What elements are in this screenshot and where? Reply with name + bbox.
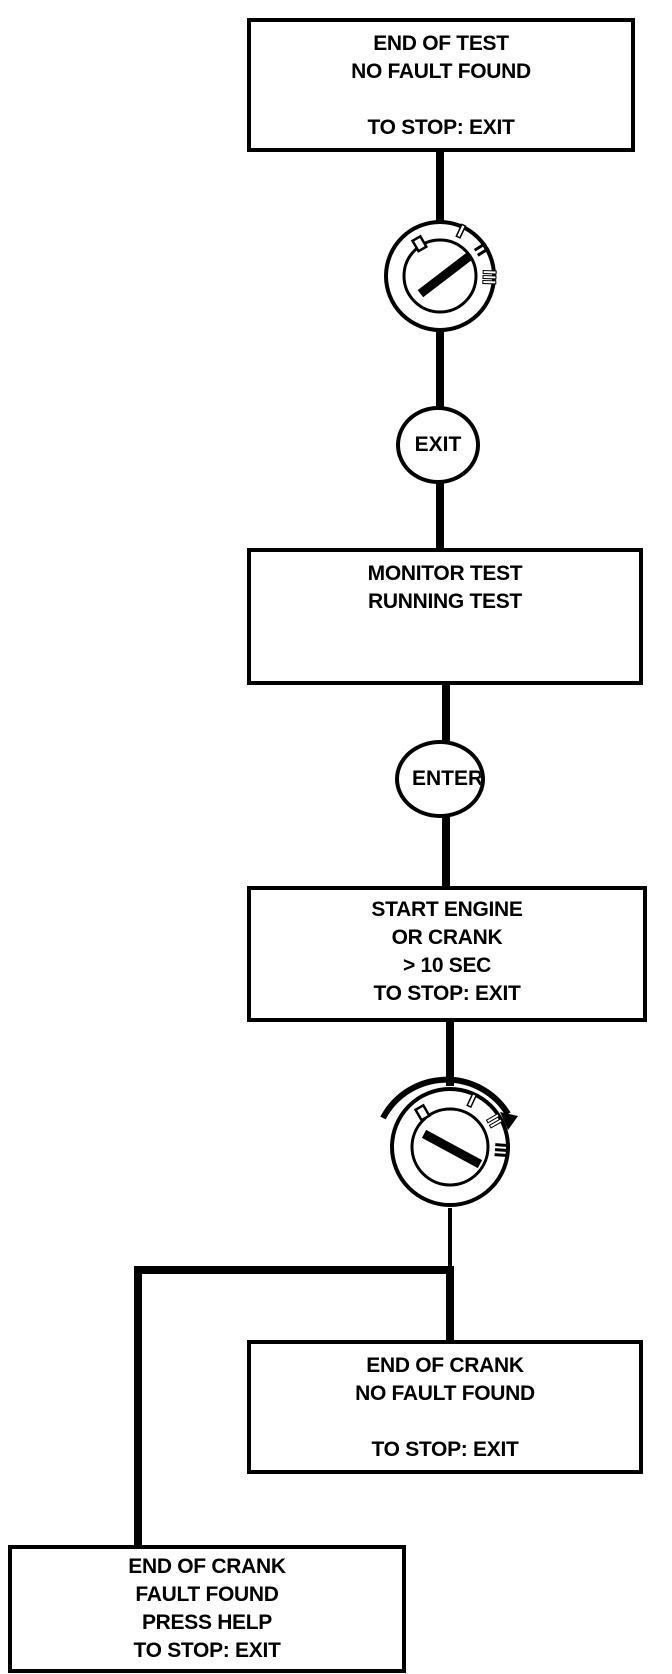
position-mark-0	[410, 234, 429, 253]
box-end-of-crank-no-fault: END OF CRANK NO FAULT FOUND TO STOP: EXI…	[247, 1340, 643, 1474]
key-blade	[421, 1129, 483, 1169]
box-line: PRESS HELP	[141, 1611, 273, 1634]
position-mark-3	[494, 1143, 509, 1158]
box-line: END OF CRANK	[366, 1354, 524, 1377]
box-line: NO FAULT FOUND	[355, 1382, 535, 1405]
box-line: TO STOP: EXIT	[373, 982, 521, 1005]
box-line: END OF TEST	[373, 32, 509, 55]
exit-button[interactable]: EXIT	[396, 406, 480, 484]
position-mark-1	[455, 223, 467, 239]
box-end-of-crank-fault: END OF CRANK FAULT FOUND PRESS HELP TO S…	[8, 1545, 406, 1673]
crank-arrow-head-icon	[500, 1112, 518, 1130]
key-blade	[417, 251, 474, 298]
box-line: START ENGINE	[371, 898, 523, 921]
exit-button-label: EXIT	[414, 433, 462, 456]
box-line: FAULT FOUND	[135, 1583, 279, 1606]
position-mark-2	[485, 1112, 503, 1129]
key-switch-top	[384, 220, 497, 332]
box-start-engine: START ENGINE OR CRANK > 10 SEC TO STOP: …	[247, 886, 647, 1022]
crank-arc-arrow	[380, 1076, 511, 1120]
box-line: MONITOR TEST	[367, 562, 523, 585]
position-mark-0	[413, 1103, 432, 1122]
box-line: TO STOP: EXIT	[133, 1639, 281, 1662]
position-mark-3	[482, 269, 497, 285]
enter-button-label: ENTER	[412, 767, 484, 790]
box-line: TO STOP: EXIT	[367, 116, 515, 139]
box-line: > 10 SEC	[402, 954, 492, 977]
box-end-of-test-no-fault: END OF TEST NO FAULT FOUND TO STOP: EXIT	[247, 18, 635, 152]
key-switch-bottom	[380, 1076, 518, 1207]
position-mark-1	[466, 1092, 478, 1109]
box-line: OR CRANK	[391, 926, 503, 949]
enter-button[interactable]: ENTER	[395, 740, 485, 818]
box-monitor-test: MONITOR TEST RUNNING TEST	[247, 548, 643, 685]
box-line: RUNNING TEST	[368, 590, 522, 613]
box-line: TO STOP: EXIT	[371, 1438, 519, 1461]
position-mark-2	[473, 242, 490, 257]
box-line: NO FAULT FOUND	[351, 60, 531, 83]
box-line: END OF CRANK	[128, 1555, 286, 1578]
